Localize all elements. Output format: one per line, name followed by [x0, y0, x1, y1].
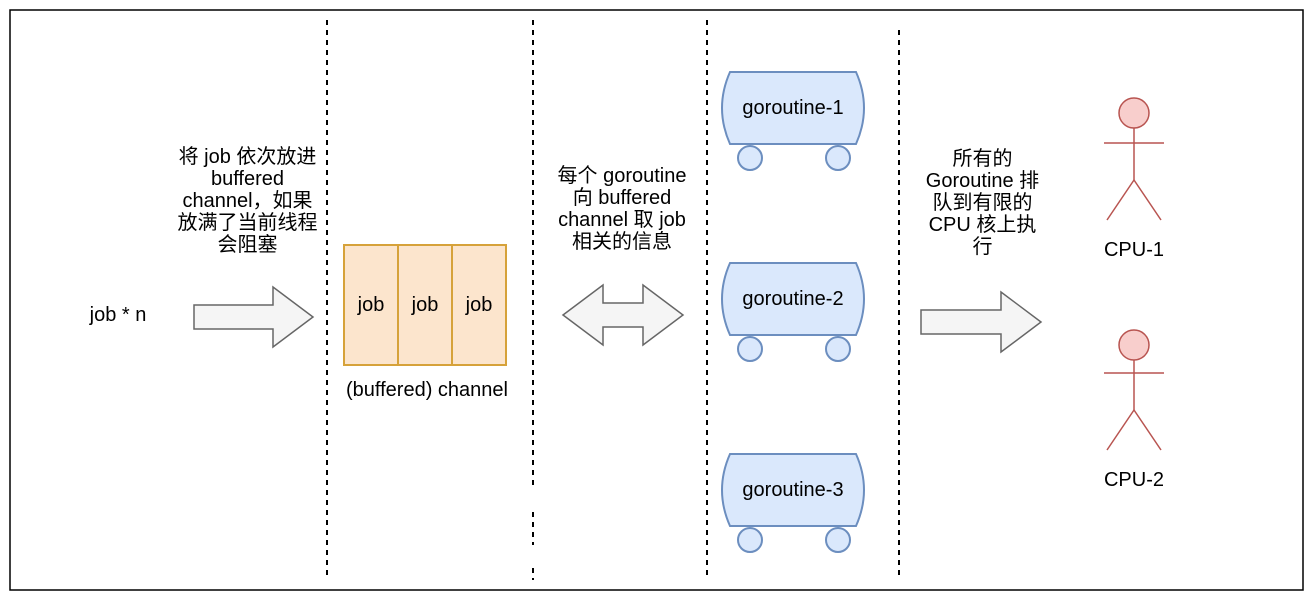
cart-wheel-3b — [825, 527, 851, 553]
cart-wheel-2a — [737, 336, 763, 362]
cpu-1-head — [1118, 97, 1150, 129]
cpu-2-leg-right — [1133, 409, 1162, 451]
outer-frame — [9, 9, 1304, 591]
goroutine-2-label: goroutine-2 — [742, 288, 844, 310]
channel-box — [343, 244, 507, 366]
channel-caption: (buffered) channel — [346, 379, 508, 401]
cpu-2-leg-left — [1106, 409, 1135, 451]
goroutine-cart-1 — [721, 71, 865, 171]
cart-body-1 — [721, 71, 865, 145]
channel-cell-bg-2 — [397, 244, 453, 366]
cart-wheel-3a — [737, 527, 763, 553]
channel-cell-3: job — [465, 293, 493, 316]
goroutine-cart-2 — [721, 262, 865, 362]
cpu-1-leg-right — [1133, 179, 1162, 221]
push-arrow — [193, 285, 315, 349]
goroutine-cart-3 — [721, 453, 865, 553]
input-label: job * n — [89, 304, 147, 326]
cart-wheel-1a — [737, 145, 763, 171]
cpu-actor-2 — [1104, 329, 1164, 451]
goroutine-3-label: goroutine-3 — [742, 479, 844, 501]
cpu-1-label: CPU-1 — [1103, 239, 1164, 261]
schedule-arrow — [920, 290, 1043, 354]
cpu-2-head — [1118, 329, 1150, 361]
step1-description: 将 job 依次放进 buffered channel，如果 放满了当前线程 会… — [177, 146, 318, 256]
cart-wheel-1b — [825, 145, 851, 171]
cpu-2-label: CPU-2 — [1103, 469, 1164, 491]
cpu-actor-1 — [1104, 97, 1164, 221]
cart-body-3 — [721, 453, 865, 527]
cart-wheel-2b — [825, 336, 851, 362]
cart-body-2 — [721, 262, 865, 336]
cpu-1-leg-left — [1106, 179, 1135, 221]
channel-cell-2: job — [411, 293, 439, 316]
channel-cell-bg-3 — [451, 244, 507, 366]
exchange-arrow — [561, 283, 685, 347]
step2-description: 每个 goroutine 向 buffered channel 取 job 相关… — [557, 165, 687, 253]
channel-cell-1: job — [357, 293, 385, 316]
channel-cell-bg-1 — [343, 244, 399, 366]
goroutine-1-label: goroutine-1 — [742, 97, 844, 119]
step3-description: 所有的 Goroutine 排 队到有限的 CPU 核上执 行 — [925, 148, 1040, 258]
